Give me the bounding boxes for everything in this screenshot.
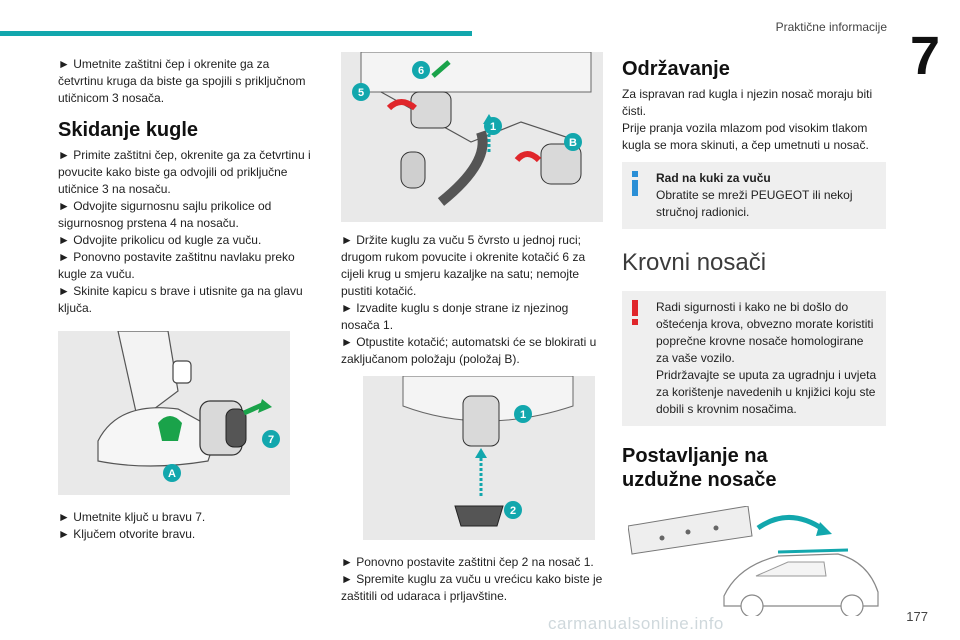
chapter-number: 7	[910, 26, 941, 86]
page-number: 177	[906, 609, 928, 624]
illustration-ball-removal: 6 5 1 B	[341, 51, 603, 222]
warning-icon	[632, 300, 638, 326]
steps-after-figure: ► Umetnite ključ u bravu 7. ► Ključem ot…	[58, 510, 206, 541]
fig-label-1b: 1	[520, 409, 526, 421]
column-1: ► Umetnite zaštitni čep i okrenite ga za…	[58, 56, 314, 543]
illustration-cap-refit: 1 2	[363, 375, 595, 540]
steps-list: ► Primite zaštitni čep, okrenite ga za č…	[58, 148, 311, 315]
warning-text: Radi sigurnosti i kako ne bi došlo do oš…	[656, 300, 877, 416]
info-icon	[632, 171, 638, 197]
header-accent-bar	[0, 31, 472, 36]
section-title: Praktične informacije	[775, 20, 887, 34]
fig-label-1: 1	[490, 121, 496, 133]
heading-roof-racks: Krovni nosači	[622, 249, 767, 276]
maintenance-text: Za ispravan rad kugla i njezin nosač mor…	[622, 87, 873, 152]
fig-label-2: 2	[510, 505, 516, 517]
roof-rails-drawing	[627, 505, 879, 618]
fig-label-a: A	[168, 468, 176, 480]
steps-cap-refit: ► Ponovno postavite zaštitni čep 2 na no…	[341, 555, 603, 603]
fig-label-7: 7	[268, 434, 274, 446]
heading-longitudinal-rails: Postavljanje na uzdužne nosače	[622, 445, 777, 491]
key-lock-drawing: 7 A	[58, 330, 290, 495]
info-box: Rad na kuki za vuču Obratite se mreži PE…	[622, 162, 886, 229]
illustration-key-lock: 7 A	[58, 330, 290, 495]
fig-label-5: 5	[358, 87, 364, 99]
warning-box: Radi sigurnosti i kako ne bi došlo do oš…	[622, 291, 886, 426]
chapter-tab: 7	[904, 26, 960, 91]
illustration-roof-rails	[627, 505, 884, 618]
info-title: Rad na kuki za vuču	[656, 171, 771, 185]
info-text: Obratite se mreži PEUGEOT ili nekoj stru…	[656, 188, 853, 219]
column-3: Održavanje Za ispravan rad kugla i njezi…	[622, 56, 886, 618]
watermark: carmanualsonline.info	[548, 614, 724, 633]
fig-label-6: 6	[418, 65, 424, 77]
steps-ball-removal: ► Držite kuglu za vuču 5 čvrsto u jednoj…	[341, 233, 597, 366]
column-2: 6 5 1 B ► Držite kuglu za vuču 5 čvrsto …	[341, 51, 603, 605]
fig-label-b: B	[569, 137, 577, 149]
heading-ball-removal: Skidanje kugle	[58, 119, 199, 141]
cap-refit-drawing: 1 2	[363, 375, 595, 540]
heading-maintenance: Održavanje	[622, 58, 730, 80]
ball-removal-drawing: 6 5 1 B	[341, 51, 603, 222]
paragraph: ► Umetnite zaštitni čep i okrenite ga za…	[58, 57, 306, 105]
